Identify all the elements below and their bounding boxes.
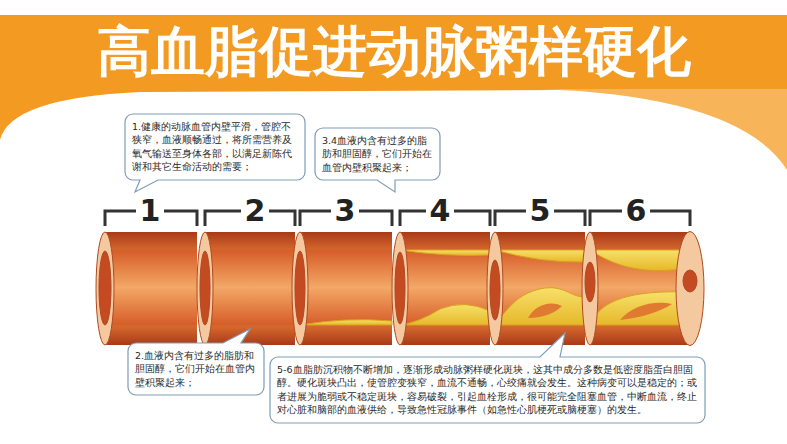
page-title: 高血脂促进动脉粥样硬化 (0, 20, 787, 84)
artery-lumen (495, 250, 585, 325)
callout-number: 6 (624, 193, 648, 229)
artery-cut (392, 232, 408, 345)
bubble-shape (315, 128, 440, 192)
callout-bubble: 5-6血脂肪沉积物不断增加，逐渐形成动脉粥样硬化斑块，这其中成分多数是低密度脂蛋… (270, 357, 705, 423)
artery-cut (197, 232, 213, 345)
callout-number: 3 (333, 193, 357, 229)
artery-lumen (590, 250, 690, 325)
callout-text: 3.4血液内含有过多的脂肪和胆固醇，它们开始在血管内壁积聚起来； (322, 134, 433, 174)
artery-cut-lumen (295, 251, 305, 325)
artery-cut (676, 232, 704, 346)
artery-cut-lumen (490, 260, 500, 320)
artery-cut-lumen (585, 262, 595, 302)
artery-lumen (205, 250, 295, 325)
artery-wall (495, 232, 585, 345)
artery-cut-lumen (683, 270, 697, 292)
artery-cut (582, 232, 598, 345)
callout-number: 4 (428, 193, 452, 229)
artery-cut (487, 232, 503, 345)
artery-wall (300, 232, 392, 345)
plaque-deposit (590, 250, 690, 271)
plaque-deposit (590, 292, 690, 325)
artery-cut (96, 232, 114, 345)
artery-cut (292, 232, 308, 345)
callout-number: 5 (528, 193, 552, 229)
artery-lumen (300, 250, 392, 325)
callout-bubble: 3.4血液内含有过多的脂肪和胆固醇，它们开始在血管内壁积聚起来； (315, 128, 440, 180)
bubble-shape (270, 333, 705, 423)
artery-wall (205, 232, 295, 345)
header-swoosh (540, 89, 787, 170)
header-band (0, 15, 787, 89)
brackets (105, 211, 690, 226)
callout-bubble: 1.健康的动脉血管内壁平滑，管腔不狭窄，血液顺畅通过，将所需营养及氧气输送至身体… (125, 114, 305, 180)
artery-wall (590, 232, 690, 345)
bubble-shape (128, 329, 264, 395)
artery-cut-lumen (200, 251, 210, 325)
artery-wall (105, 232, 197, 345)
artery-wall (400, 232, 490, 345)
plaque (300, 250, 690, 325)
plaque-deposit (300, 320, 392, 325)
plaque-deposit (495, 250, 585, 262)
artery-segments (105, 232, 690, 345)
plaque-core (620, 303, 672, 320)
callout-bubble: 2.血液内含有过多的脂肪和胆固醇，它们开始在血管内壁积聚起来； (128, 343, 264, 395)
bubble-shape (125, 114, 305, 192)
artery-lumen (105, 250, 197, 325)
plaque-deposit (495, 288, 585, 325)
callout-text: 1.健康的动脉血管内壁平滑，管腔不狭窄，血液顺畅通过，将所需营养及氧气输送至身体… (132, 120, 298, 173)
artery-cut-lumen (395, 252, 405, 324)
plaque-deposit (400, 304, 490, 325)
artery-ends (96, 232, 704, 346)
plaque-deposit (400, 250, 490, 255)
callout-text: 5-6血脂肪沉积物不断增加，逐渐形成动脉粥样硬化斑块，这其中成分多数是低密度脂蛋… (277, 363, 698, 416)
callout-text: 2.血液内含有过多的脂肪和胆固醇，它们开始在血管内壁积聚起来； (135, 349, 257, 389)
plaque-core (528, 303, 562, 318)
callout-number: 1 (138, 193, 162, 229)
artery-lumen (400, 250, 490, 325)
callout-number: 2 (243, 193, 267, 229)
artery-cut-lumen (99, 251, 111, 325)
